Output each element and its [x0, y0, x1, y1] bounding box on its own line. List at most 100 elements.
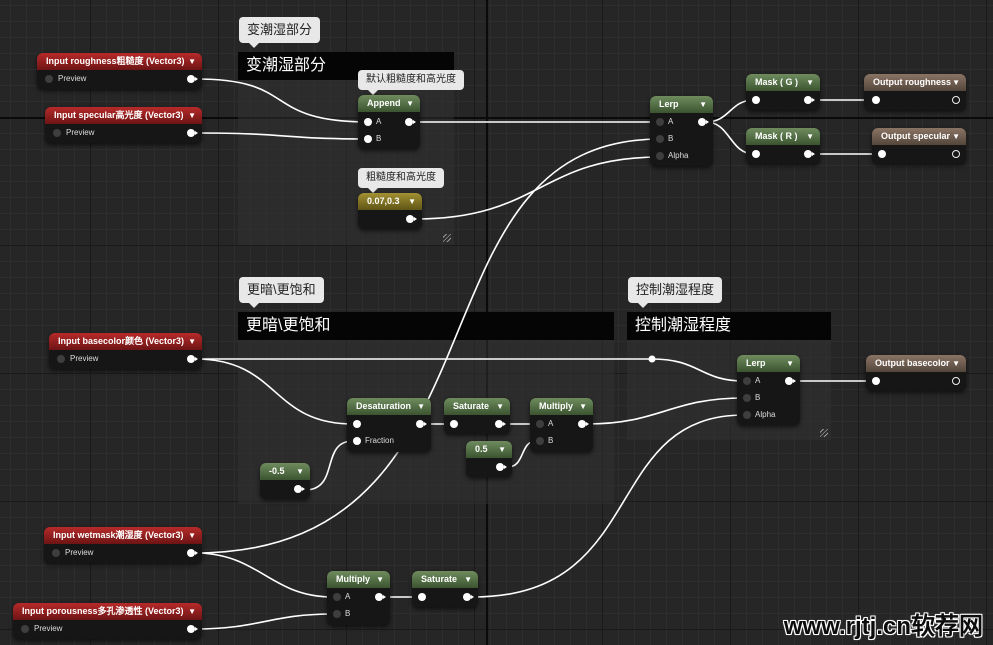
collapse-chevron-icon[interactable]: ▼	[496, 402, 504, 411]
output-ring-pin[interactable]	[952, 377, 960, 385]
node-input-roughness[interactable]: Input roughness粗糙度 (Vector3)▼ Preview	[37, 53, 202, 89]
node-mask-g[interactable]: Mask ( G )▼	[746, 74, 820, 110]
node-lerp-top[interactable]: Lerp▼ A B Alpha	[650, 96, 713, 166]
collapse-chevron-icon[interactable]: ▼	[296, 467, 304, 476]
preview-toggle-icon[interactable]	[45, 75, 53, 83]
node-output-roughness[interactable]: Output roughness▼	[864, 74, 966, 110]
node-constant-0-5[interactable]: 0.5▼	[466, 441, 512, 477]
collapse-chevron-icon[interactable]: ▼	[498, 445, 506, 454]
collapse-chevron-icon[interactable]: ▼	[952, 78, 960, 87]
input-pin-b[interactable]	[333, 610, 341, 618]
input-pin-alpha[interactable]	[743, 411, 751, 419]
input-pin-b[interactable]	[743, 394, 751, 402]
collapse-chevron-icon[interactable]: ▼	[188, 337, 196, 346]
output-pin[interactable]	[187, 75, 198, 83]
output-pin[interactable]	[187, 549, 198, 557]
output-pin[interactable]	[187, 129, 198, 137]
input-pin-a[interactable]	[333, 593, 341, 601]
collapse-chevron-icon[interactable]: ▼	[464, 575, 472, 584]
output-pin[interactable]	[405, 118, 416, 126]
node-multiply-mid[interactable]: Multiply▼ A B	[530, 398, 593, 452]
output-pin[interactable]	[698, 118, 709, 126]
comment-box-wet[interactable]: 变潮湿部分	[238, 52, 454, 245]
preview-toggle-icon[interactable]	[57, 355, 65, 363]
input-pin[interactable]	[418, 593, 426, 601]
node-comment-append[interactable]: 默认粗糙度和高光度	[358, 70, 464, 95]
preview-toggle-icon[interactable]	[53, 129, 61, 137]
node-input-specular[interactable]: Input specular高光度 (Vector3)▼ Preview	[45, 107, 202, 143]
collapse-chevron-icon[interactable]: ▼	[952, 359, 960, 368]
node-constant-roughness-specular[interactable]: 0.07,0.3▼	[358, 193, 422, 229]
resize-grip[interactable]	[820, 429, 828, 437]
output-pin[interactable]	[496, 463, 507, 471]
output-pin[interactable]	[785, 377, 796, 385]
node-desaturation[interactable]: Desaturation▼ Fraction	[347, 398, 431, 452]
node-output-basecolor[interactable]: Output basecolor▼	[866, 355, 966, 391]
input-pin[interactable]	[878, 150, 886, 158]
node-input-basecolor[interactable]: Input basecolor颜色 (Vector3)▼ Preview	[49, 333, 202, 369]
input-pin-fraction[interactable]	[353, 437, 361, 445]
input-pin-a[interactable]	[743, 377, 751, 385]
collapse-chevron-icon[interactable]: ▼	[417, 402, 425, 411]
collapse-chevron-icon[interactable]: ▼	[786, 359, 794, 368]
input-pin[interactable]	[872, 96, 880, 104]
output-pin[interactable]	[375, 593, 386, 601]
resize-grip[interactable]	[443, 234, 451, 242]
output-pin[interactable]	[187, 355, 198, 363]
collapse-chevron-icon[interactable]: ▼	[376, 575, 384, 584]
preview-toggle-icon[interactable]	[21, 625, 29, 633]
input-pin[interactable]	[353, 420, 361, 428]
output-pin[interactable]	[294, 485, 305, 493]
collapse-chevron-icon[interactable]: ▼	[406, 99, 414, 108]
node-input-porousness[interactable]: Input porousness多孔渗透性 (Vector3)▼ Preview	[13, 603, 202, 639]
node-multiply-bottom[interactable]: Multiply▼ A B	[327, 571, 390, 625]
collapse-chevron-icon[interactable]: ▼	[952, 132, 960, 141]
node-saturate-mid[interactable]: Saturate▼	[444, 398, 510, 434]
collapse-chevron-icon[interactable]: ▼	[579, 402, 587, 411]
output-pin[interactable]	[187, 625, 198, 633]
comment-bubble-dark[interactable]: 更暗\更饱和	[239, 277, 324, 308]
collapse-chevron-icon[interactable]: ▼	[699, 100, 707, 109]
node-input-wetmask[interactable]: Input wetmask潮湿度 (Vector3)▼ Preview	[44, 527, 202, 563]
input-pin-b[interactable]	[364, 135, 372, 143]
output-pin[interactable]	[416, 420, 427, 428]
input-pin-a[interactable]	[364, 118, 372, 126]
output-pin[interactable]	[495, 420, 506, 428]
collapse-chevron-icon[interactable]: ▼	[188, 531, 196, 540]
input-pin-a[interactable]	[656, 118, 664, 126]
input-pin[interactable]	[450, 420, 458, 428]
comment-bubble-wet[interactable]: 变潮湿部分	[239, 17, 321, 48]
input-pin-alpha[interactable]	[656, 152, 664, 160]
collapse-chevron-icon[interactable]: ▼	[188, 57, 196, 66]
input-pin-b[interactable]	[536, 437, 544, 445]
output-ring-pin[interactable]	[952, 150, 960, 158]
input-pin[interactable]	[752, 150, 760, 158]
collapse-chevron-icon[interactable]: ▼	[806, 78, 814, 87]
input-pin[interactable]	[872, 377, 880, 385]
node-lerp-bottom[interactable]: Lerp▼ A B Alpha	[737, 355, 800, 425]
node-mask-r[interactable]: Mask ( R )▼	[746, 128, 820, 164]
node-comment-const[interactable]: 粗糙度和高光度	[358, 168, 444, 193]
node-output-specular[interactable]: Output specular▼	[872, 128, 966, 164]
collapse-chevron-icon[interactable]: ▼	[806, 132, 814, 141]
node-constant-neg-0-5[interactable]: -0.5▼	[260, 463, 310, 499]
node-title: Input specular高光度 (Vector3)	[54, 110, 184, 120]
pin-label-b: B	[376, 134, 382, 143]
output-pin[interactable]	[804, 150, 815, 158]
output-pin[interactable]	[804, 96, 815, 104]
pin-label-b: B	[668, 134, 674, 143]
output-ring-pin[interactable]	[952, 96, 960, 104]
collapse-chevron-icon[interactable]: ▼	[188, 607, 196, 616]
input-pin[interactable]	[752, 96, 760, 104]
comment-bubble-control[interactable]: 控制潮湿程度	[628, 277, 723, 308]
node-append[interactable]: Append▼ A B	[358, 95, 420, 149]
collapse-chevron-icon[interactable]: ▼	[188, 111, 196, 120]
preview-toggle-icon[interactable]	[52, 549, 60, 557]
node-saturate-bottom[interactable]: Saturate▼	[412, 571, 478, 607]
input-pin-b[interactable]	[656, 135, 664, 143]
output-pin[interactable]	[406, 215, 417, 223]
input-pin-a[interactable]	[536, 420, 544, 428]
output-pin[interactable]	[578, 420, 589, 428]
output-pin[interactable]	[463, 593, 474, 601]
collapse-chevron-icon[interactable]: ▼	[408, 197, 416, 206]
